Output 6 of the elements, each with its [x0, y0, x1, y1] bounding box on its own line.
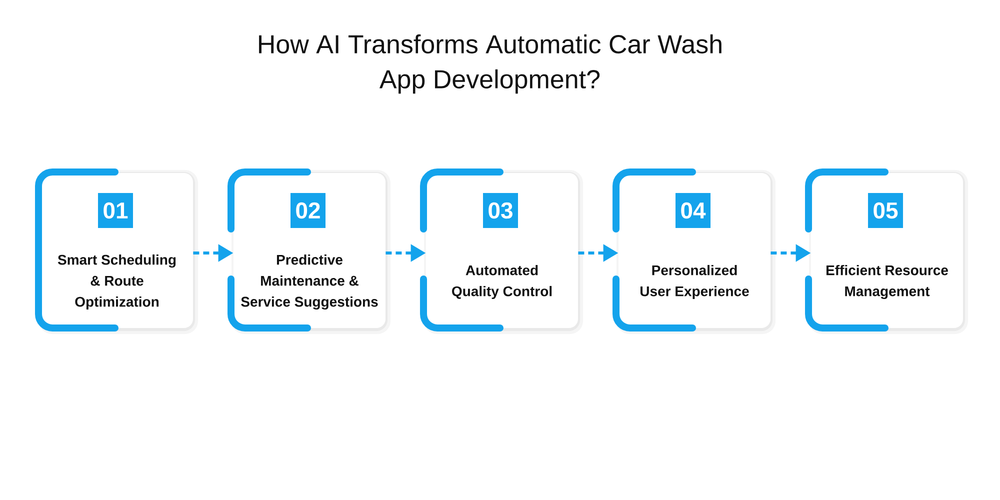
number-badge: 02: [290, 193, 326, 228]
number-badge: 03: [483, 193, 518, 228]
number-badge: 01: [98, 193, 133, 228]
number-badge: 05: [868, 193, 904, 228]
title: How AI Transforms Automatic Car Wash App Development?: [259, 34, 722, 94]
number-badge: 04: [676, 193, 711, 228]
